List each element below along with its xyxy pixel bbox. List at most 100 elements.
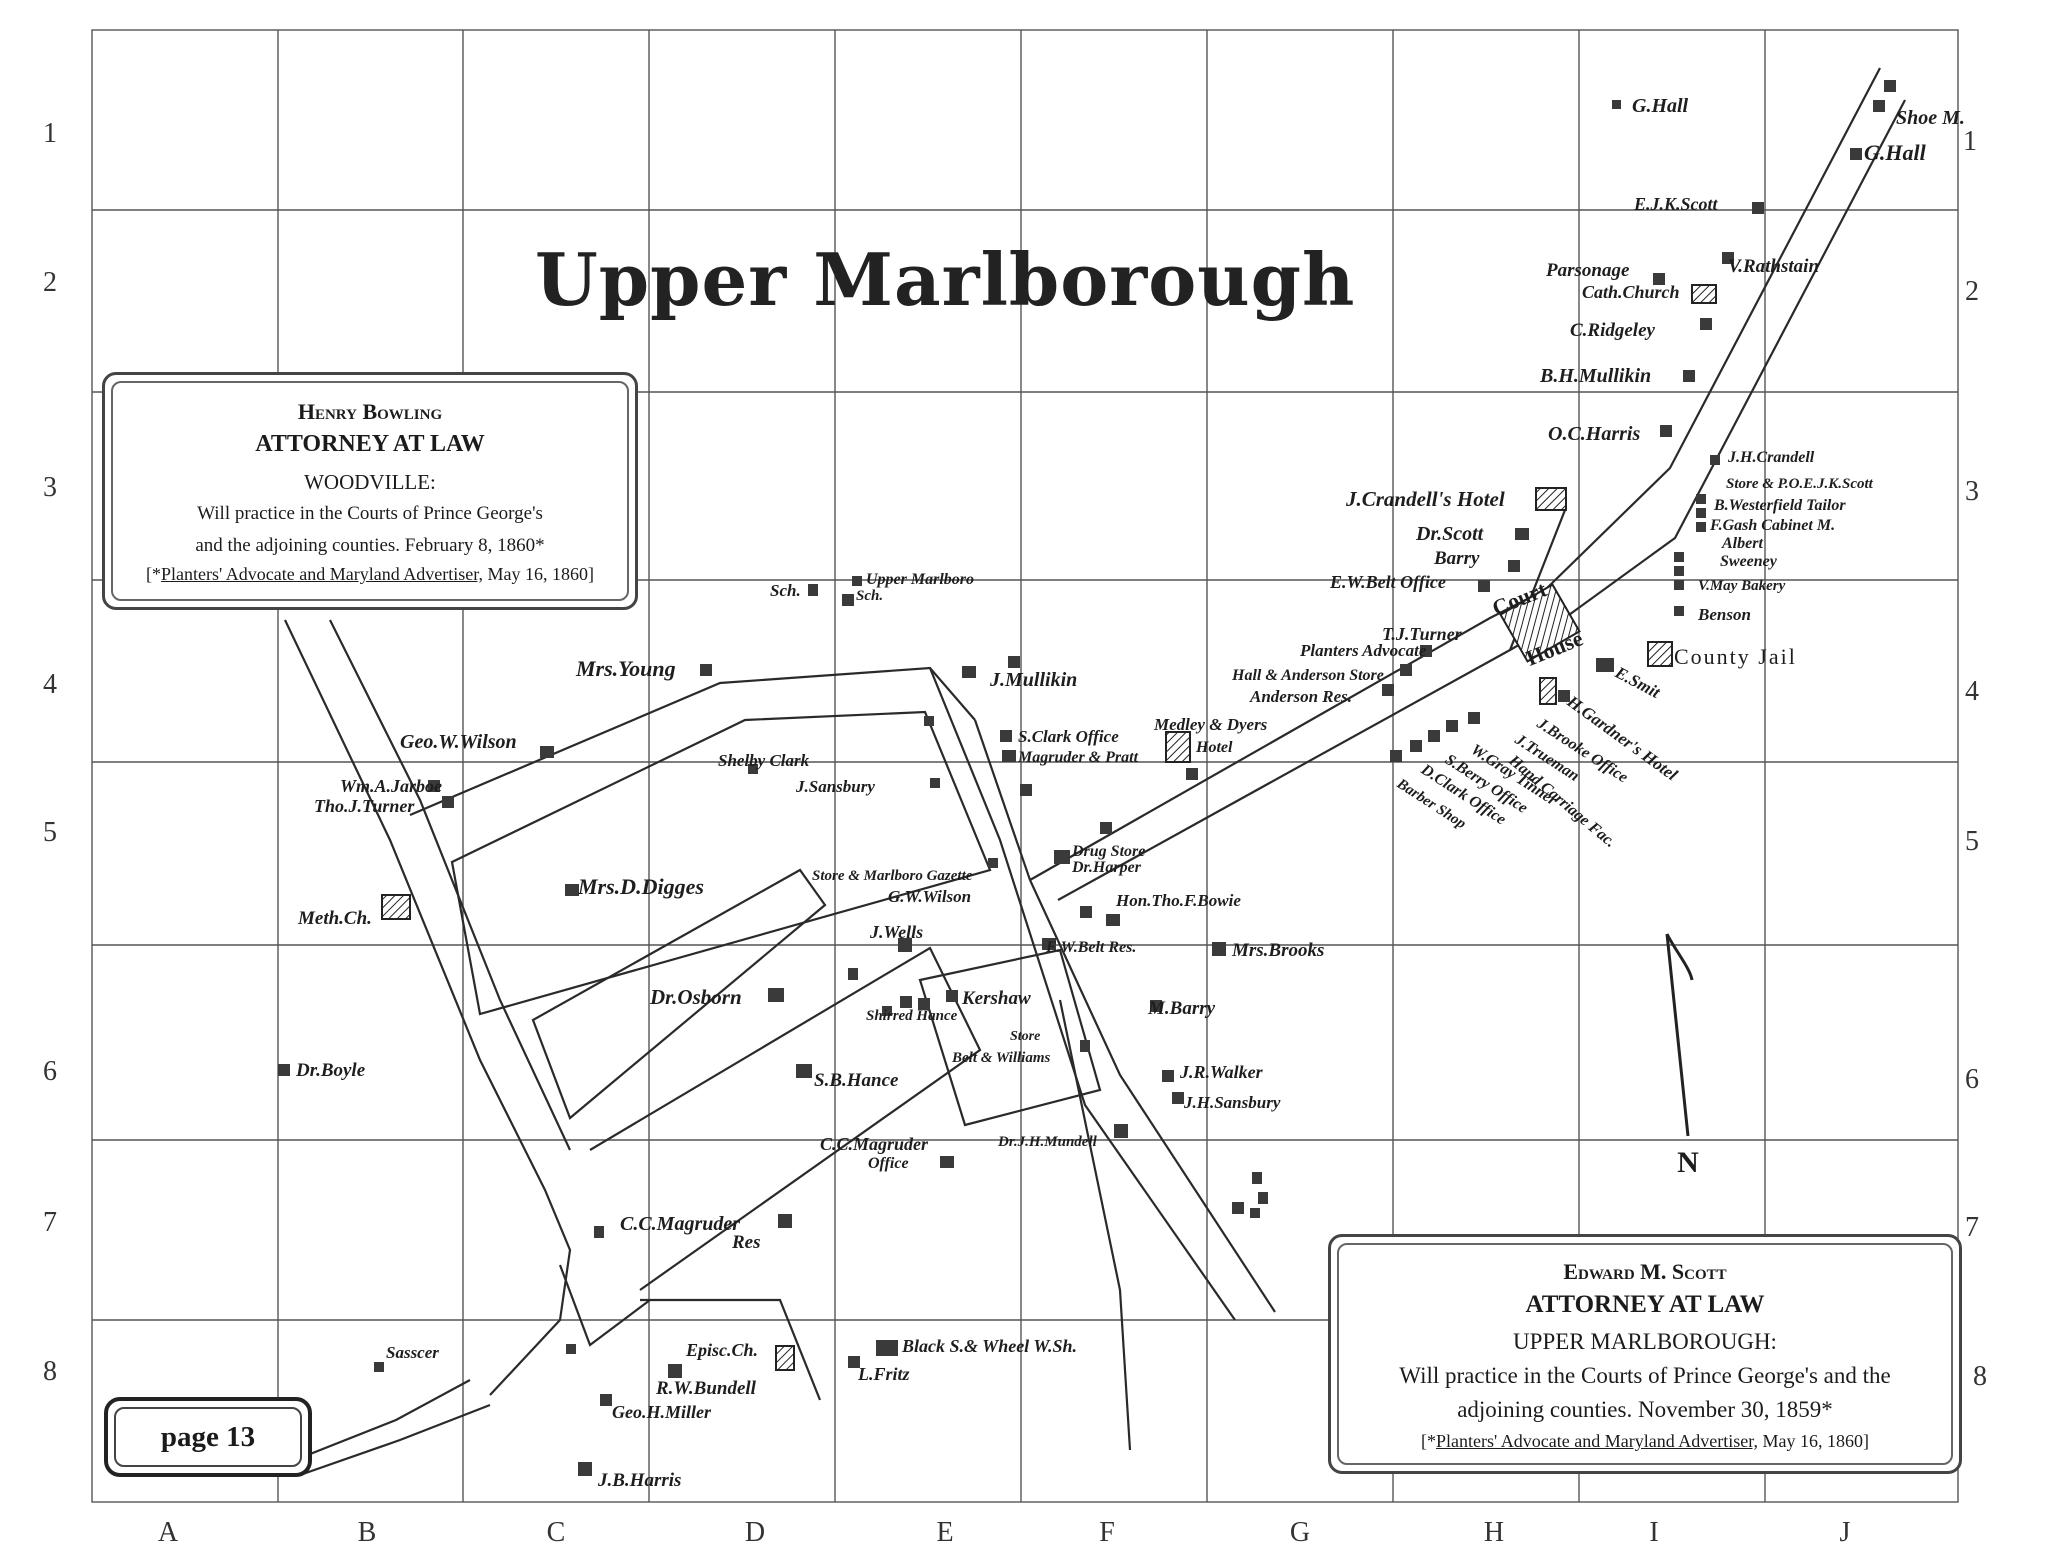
building xyxy=(1691,284,1717,304)
place-label: J.B.Harris xyxy=(597,1470,681,1491)
building xyxy=(1873,100,1885,112)
page-badge-inner-border xyxy=(114,1407,302,1467)
building xyxy=(1468,712,1480,724)
ad-town: WOODVILLE: xyxy=(304,470,436,494)
building xyxy=(700,664,712,676)
north-arrow: N xyxy=(1665,933,1699,1179)
place-label: Geo.W.Wilson xyxy=(400,731,517,753)
building xyxy=(1080,906,1092,918)
ad-name: Henry Bowling xyxy=(297,399,443,424)
place-label: J.R.Walker xyxy=(1179,1062,1264,1082)
place-label: Meth.Ch. xyxy=(297,908,372,929)
ad-body-line-2: and the adjoining counties. February 8, … xyxy=(195,535,545,556)
building xyxy=(594,1226,604,1238)
building xyxy=(1683,370,1695,382)
grid-row-1-right: 1 xyxy=(1963,126,1977,157)
building xyxy=(940,1156,954,1168)
building xyxy=(1100,822,1112,834)
place-label: B.Westerfield Tailor xyxy=(1713,497,1846,514)
building xyxy=(1114,1124,1128,1138)
place-label: Barry xyxy=(1433,548,1480,569)
grid-col-f: F xyxy=(1099,1517,1115,1548)
place-label: Store xyxy=(1010,1029,1040,1044)
grid-row-2-right: 2 xyxy=(1965,276,1979,307)
building xyxy=(1850,148,1862,160)
place-label: J.Sansbury xyxy=(795,777,875,796)
ad-role: ATTORNEY AT LAW xyxy=(255,431,485,457)
place-label: Res xyxy=(731,1232,761,1253)
building xyxy=(1612,100,1621,109)
building xyxy=(1752,202,1764,214)
place-label: B.H.Mullikin xyxy=(1539,365,1651,387)
building xyxy=(882,1006,892,1016)
ad-citation-source: Planters' Advocate and Maryland Advertis… xyxy=(1436,1431,1758,1451)
north-label: N xyxy=(1677,1146,1699,1179)
place-label: C.C.Magruder xyxy=(620,1213,740,1235)
grid-row-7-right: 7 xyxy=(1965,1212,1979,1243)
building xyxy=(1674,580,1684,590)
building xyxy=(428,780,440,792)
building xyxy=(796,1064,812,1078)
building xyxy=(1696,494,1706,504)
place-label: Dr.Scott xyxy=(1415,523,1485,545)
building xyxy=(1478,580,1490,592)
ad-citation-date: May 16, 1860] xyxy=(482,564,594,584)
place-label: C.C.Magruder xyxy=(820,1134,929,1154)
grid-row-7-left: 7 xyxy=(43,1207,57,1238)
place-label: Planters Advocate xyxy=(1299,641,1427,660)
place-label: R.W.Bundell xyxy=(655,1378,757,1399)
ad-body-line-1: Will practice in the Courts of Prince Ge… xyxy=(1399,1363,1891,1388)
place-label: Sweeney xyxy=(1720,553,1778,570)
page-number-label: page 13 xyxy=(160,1421,256,1453)
ad-citation-source: Planters' Advocate and Maryland Advertis… xyxy=(161,564,483,584)
building xyxy=(1710,455,1720,465)
place-label: Shelby Clark xyxy=(718,751,810,770)
episc-church-building xyxy=(775,1345,795,1371)
building xyxy=(768,988,784,1002)
building xyxy=(374,1362,384,1372)
grid-col-c: C xyxy=(547,1517,566,1548)
henry-bowling-ad: Henry Bowling ATTORNEY AT LAW WOODVILLE:… xyxy=(102,372,638,610)
grid-row-5-left: 5 xyxy=(43,817,57,848)
place-label: Wm.A.Jarboe xyxy=(340,776,442,796)
building xyxy=(1428,730,1440,742)
building xyxy=(1596,658,1614,672)
building xyxy=(1410,740,1422,752)
building xyxy=(1250,1208,1260,1218)
grid-row-1-left: 1 xyxy=(43,118,57,149)
place-label: Belt & Williams xyxy=(951,1050,1051,1066)
place-label: Hall & Anderson Store xyxy=(1231,667,1384,684)
building xyxy=(1382,684,1394,696)
grid-row-2-left: 2 xyxy=(43,267,57,298)
grid-row-6-left: 6 xyxy=(43,1056,57,1087)
place-label: Store & P.O.E.J.K.Scott xyxy=(1726,476,1874,492)
building xyxy=(1674,552,1684,562)
ad-citation-prefix: [* xyxy=(146,564,162,584)
place-label: Dr.J.H.Mundell xyxy=(997,1134,1098,1150)
place-label: Mrs.D.Digges xyxy=(577,874,704,899)
grid-row-3-left: 3 xyxy=(43,472,57,503)
place-label: J.H.Crandell xyxy=(1727,449,1815,466)
place-label: Anderson Res. xyxy=(1249,687,1352,706)
ad-citation: [*Planters' Advocate and Maryland Advert… xyxy=(105,564,635,585)
place-label: E.Smit xyxy=(1611,662,1664,702)
ad-town: UPPER MARLBOROUGH: xyxy=(1513,1329,1777,1354)
building xyxy=(668,1364,682,1378)
building xyxy=(1446,720,1458,732)
grid-row-5-right: 5 xyxy=(1965,826,1979,857)
building xyxy=(988,858,998,868)
place-label: Sch. xyxy=(770,581,801,600)
building xyxy=(1150,1000,1162,1012)
ad-name: Edward M. Scott xyxy=(1563,1259,1727,1284)
place-label: O.C.Harris xyxy=(1548,423,1640,445)
ad-citation-date: May 16, 1860] xyxy=(1757,1431,1869,1451)
building xyxy=(1653,273,1665,285)
building xyxy=(1258,1192,1268,1204)
edward-scott-ad: Edward M. Scott ATTORNEY AT LAW UPPER MA… xyxy=(1328,1234,1962,1474)
grid-col-g: G xyxy=(1290,1517,1310,1548)
building xyxy=(1696,522,1706,532)
building xyxy=(1252,1172,1262,1184)
building xyxy=(962,666,976,678)
page-number-badge: page 13 xyxy=(104,1397,312,1477)
grid-col-a: A xyxy=(158,1517,179,1548)
